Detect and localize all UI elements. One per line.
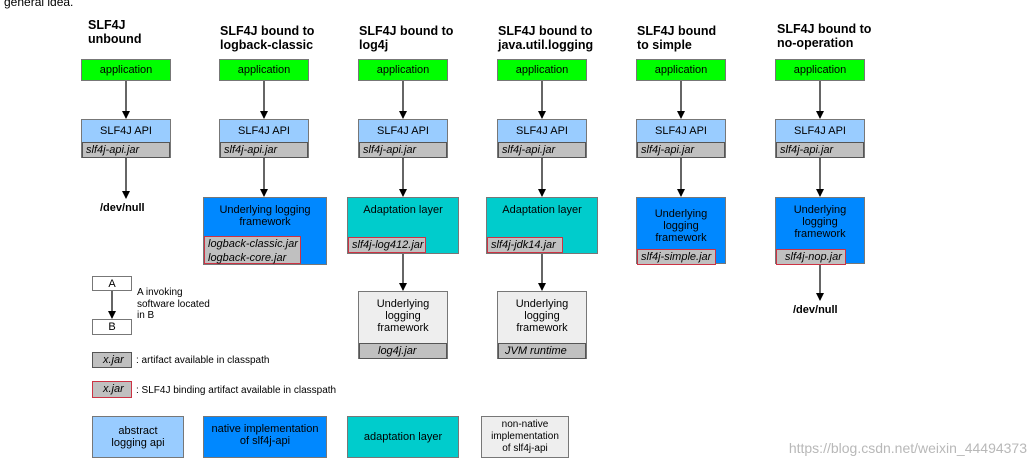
legend-adaptation-layer: adaptation layer <box>347 416 459 458</box>
top-text: general idea. <box>4 0 74 9</box>
col5-api-label: SLF4J API <box>655 125 707 137</box>
col4-api-jar: slf4j-api.jar <box>498 142 586 158</box>
col3-application-box: application <box>358 59 448 81</box>
legend-jar-text: : artifact available in classpath <box>136 355 270 366</box>
legend-a-box: A <box>92 276 132 291</box>
col3-api-jar: slf4j-api.jar <box>359 142 447 158</box>
col4-adaptation-box: Adaptation layer slf4j-jdk14.jar <box>486 197 598 254</box>
col6-api-jar: slf4j-api.jar <box>776 142 864 158</box>
col2-api-label: SLF4J API <box>238 125 290 137</box>
col1-api-jar: slf4j-api.jar <box>82 142 170 158</box>
col4-api-label: SLF4J API <box>516 125 568 137</box>
col1-application-box: application <box>81 59 171 81</box>
col2-application-box: application <box>219 59 309 81</box>
col4-adaptation-jar: slf4j-jdk14.jar <box>487 237 563 253</box>
col2-api-box: SLF4J API slf4j-api.jar <box>219 119 309 158</box>
col3-adaptation-label: Adaptation layer <box>363 204 443 216</box>
col5-framework-jar: slf4j-simple.jar <box>637 249 716 265</box>
col5-api-jar: slf4j-api.jar <box>637 142 725 158</box>
col6-api-label: SLF4J API <box>794 125 846 137</box>
col3-framework-jar: log4j.jar <box>359 343 447 359</box>
col6-framework-jar: slf4j-nop.jar <box>776 249 846 265</box>
watermark: https://blog.csdn.net/weixin_44494373 <box>788 440 1027 456</box>
col5-application-box: application <box>636 59 726 81</box>
col3-adaptation-box: Adaptation layer slf4j-log412.jar <box>347 197 459 254</box>
col6-application-box: application <box>775 59 865 81</box>
col6-devnull: /dev/null <box>793 304 838 316</box>
col4-adaptation-label: Adaptation layer <box>502 204 582 216</box>
col1-devnull: /dev/null <box>100 202 145 214</box>
col1-api-box: SLF4J API slf4j-api.jar <box>81 119 171 158</box>
legend-b-box: B <box>92 319 132 335</box>
col2-api-jar: slf4j-api.jar <box>220 142 308 158</box>
col1-api-label: SLF4J API <box>100 125 152 137</box>
col3-adaptation-jar: slf4j-log412.jar <box>348 237 426 253</box>
legend-binding-sample: x.jar <box>92 381 132 398</box>
col4-api-box: SLF4J API slf4j-api.jar <box>497 119 587 158</box>
col6-api-box: SLF4J API slf4j-api.jar <box>775 119 865 158</box>
legend-jar-sample: x.jar <box>92 352 132 368</box>
col4-application-box: application <box>497 59 587 81</box>
col5-api-box: SLF4J API slf4j-api.jar <box>636 119 726 158</box>
col4-framework-jar: JVM runtime <box>498 343 586 359</box>
col3-api-label: SLF4J API <box>377 125 429 137</box>
col3-api-box: SLF4J API slf4j-api.jar <box>358 119 448 158</box>
legend-binding-text: : SLF4J binding artifact available in cl… <box>136 385 337 396</box>
